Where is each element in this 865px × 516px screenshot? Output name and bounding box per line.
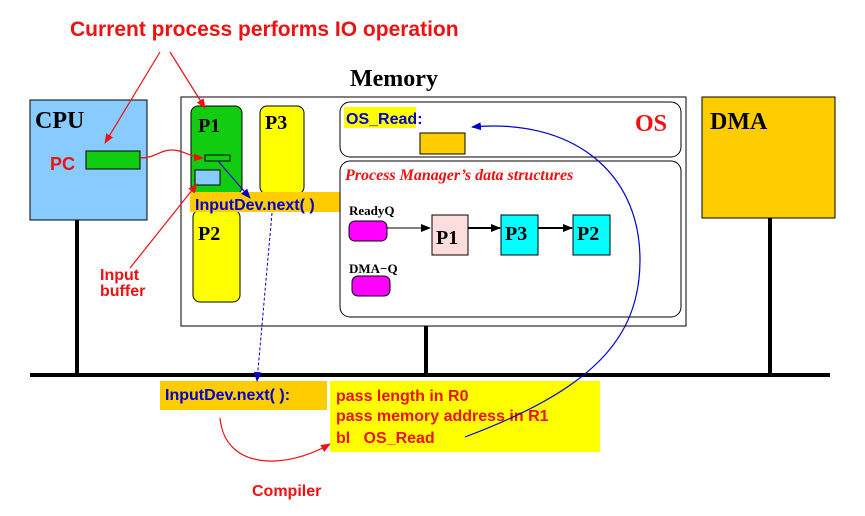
process-p1-label: P1 xyxy=(198,115,220,137)
pc-label: PC xyxy=(50,154,75,174)
p1-instruction-box xyxy=(204,154,231,162)
os-read-code-box xyxy=(419,132,466,155)
process-p3-label: P3 xyxy=(265,112,287,134)
diagram-title: Current process performs IO operation xyxy=(70,18,459,41)
queue-node-p1 xyxy=(431,214,469,256)
process-p2-label: P2 xyxy=(198,223,220,245)
memory-label: Memory xyxy=(350,66,438,92)
queue-node-p2-label: P2 xyxy=(577,223,599,245)
queue-node-p2 xyxy=(572,214,611,256)
input-buffer-label: Input buffer xyxy=(100,267,145,300)
input-call-memory: InputDev.next( ) xyxy=(195,197,315,214)
readyq-label: ReadyQ xyxy=(349,203,395,218)
process-manager-title: Process Manager’s data structures xyxy=(344,167,573,184)
arrow-instruction-to-call xyxy=(217,160,251,199)
compiler-label: Compiler xyxy=(252,483,321,500)
os-read-highlight xyxy=(344,107,416,128)
arrow-bl-to-os-read xyxy=(464,122,641,438)
compiled-code-line-3: bl OS_Read xyxy=(336,430,435,447)
arrow-pc-to-instruction xyxy=(139,149,204,162)
dma-box xyxy=(701,96,836,219)
readyq-head xyxy=(348,220,388,242)
queue-node-p1-label: P1 xyxy=(436,227,458,249)
arrow-title-to-p1 xyxy=(169,51,206,109)
input-call-highlight xyxy=(190,192,342,212)
input-buffer-box xyxy=(194,169,221,186)
cpu-label: CPU xyxy=(35,108,84,134)
dma-label: DMA xyxy=(710,109,768,135)
compiled-code-box xyxy=(330,381,600,452)
compiled-call-label: InputDev.next( ): xyxy=(165,387,290,404)
arrow-title-to-pc xyxy=(104,51,161,144)
arrow-call-to-compiled xyxy=(253,212,273,382)
pc-register xyxy=(85,150,141,170)
compiled-call-highlight xyxy=(160,381,327,410)
dmaq-head xyxy=(351,275,391,297)
arrow-label-to-buffer xyxy=(129,183,198,269)
compiled-code-line-2: pass memory address in R1 xyxy=(336,408,549,425)
arrow-compiler-curve xyxy=(219,417,331,462)
compiled-code-line-1: pass length in R0 xyxy=(336,388,469,405)
dmaq-label: DMA−Q xyxy=(349,261,398,276)
os-read-label: OS_Read: xyxy=(346,111,422,128)
queue-node-p3-label: P3 xyxy=(505,223,527,245)
os-label: OS xyxy=(635,111,667,137)
queue-node-p3 xyxy=(500,214,539,256)
